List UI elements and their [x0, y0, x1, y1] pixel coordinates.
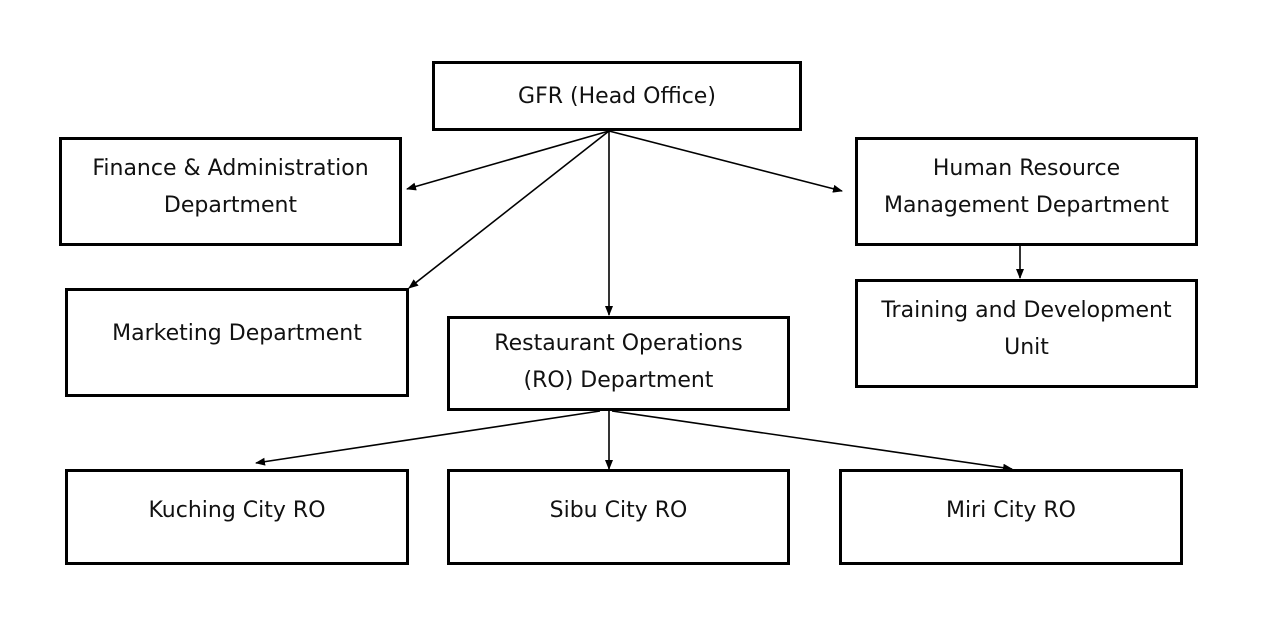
connector-gfr-to-marketing [408, 130, 610, 289]
node-restaurant-operations: Restaurant Operations (RO) Department [447, 316, 790, 411]
node-label: Miri City RO [946, 498, 1076, 523]
node-label: Human Resource Management Department [883, 156, 1170, 218]
node-miri-city-ro: Miri City RO [839, 469, 1183, 565]
node-sibu-city-ro: Sibu City RO [447, 469, 790, 565]
node-gfr-head-office: GFR (Head Office) [432, 61, 802, 131]
connector-restaurant_ops-to-kuching [255, 410, 601, 466]
node-label: Finance & Administration Department [92, 156, 369, 218]
connector-gfr-to-hrm [608, 130, 843, 193]
node-label: Marketing Department [112, 321, 362, 346]
connector-gfr-to-finance [406, 130, 610, 191]
node-label: Training and Development Unit [881, 298, 1172, 360]
node-label: Kuching City RO [148, 498, 326, 523]
node-kuching-city-ro: Kuching City RO [65, 469, 409, 565]
node-label: GFR (Head Office) [518, 83, 716, 109]
node-marketing: Marketing Department [65, 288, 409, 397]
node-human-resource-management: Human Resource Management Department [855, 137, 1198, 246]
node-label: Sibu City RO [549, 498, 688, 523]
connector-restaurant_ops-to-miri [611, 410, 1013, 472]
node-training-development: Training and Development Unit [855, 279, 1198, 388]
node-label: Restaurant Operations (RO) Department [494, 331, 743, 393]
node-finance-administration: Finance & Administration Department [59, 137, 402, 246]
